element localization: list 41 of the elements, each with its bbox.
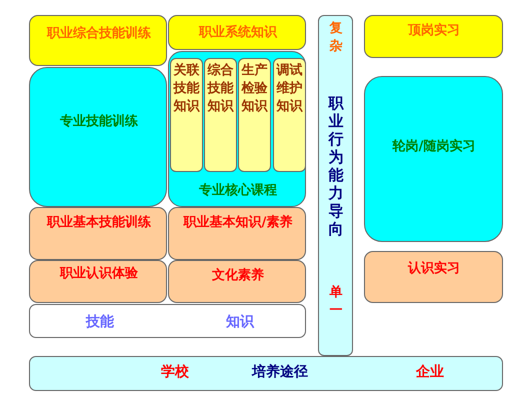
box-label: 职业认识体验	[58, 265, 139, 283]
knowledge-box	[168, 260, 306, 303]
course-panel	[168, 51, 306, 207]
course-label: 生产检验知识	[240, 62, 269, 116]
box-label: 职业基本知识/素养	[182, 214, 294, 232]
box-label: 顶岗实习	[406, 22, 461, 40]
scale-label: 复杂	[328, 20, 344, 56]
category-label: 技能	[84, 313, 115, 332]
course-box	[273, 58, 306, 172]
panel-title: 专业核心课程	[198, 182, 278, 200]
scale-label: 单一	[328, 284, 344, 320]
skill-box	[29, 15, 167, 66]
pathway-band	[29, 356, 503, 391]
skill-box	[29, 260, 167, 303]
course-box	[170, 58, 203, 172]
box-label: 专业技能训练	[59, 113, 139, 131]
orientation-bar	[318, 15, 353, 356]
box-label: 职业系统知识	[198, 24, 278, 42]
orientation-label: 职业行为能力导向	[328, 94, 344, 238]
course-label: 调试维护知识	[275, 62, 304, 116]
training-box	[29, 67, 167, 207]
band-label: 学校	[160, 363, 190, 382]
band-title: 培养途径	[250, 363, 309, 382]
box-label: 认识实习	[406, 260, 461, 278]
internship-box	[364, 15, 503, 58]
band-label: 企业	[414, 363, 445, 382]
skill-box	[29, 207, 167, 260]
box-label: 轮岗/随岗实习	[391, 138, 476, 156]
category-label: 知识	[225, 313, 256, 332]
course-box	[204, 58, 237, 172]
category-box	[29, 304, 306, 338]
course-label: 关联技能知识	[172, 62, 201, 116]
box-label: 文化素养	[211, 266, 265, 285]
box-label: 职业基本技能训练	[46, 214, 152, 232]
knowledge-box	[168, 207, 306, 260]
course-box	[238, 58, 271, 172]
box-label: 职业综合技能训练	[46, 24, 152, 43]
internship-box	[364, 251, 503, 303]
course-label: 综合技能知识	[206, 62, 235, 116]
knowledge-box	[168, 15, 306, 50]
internship-box	[364, 76, 503, 242]
